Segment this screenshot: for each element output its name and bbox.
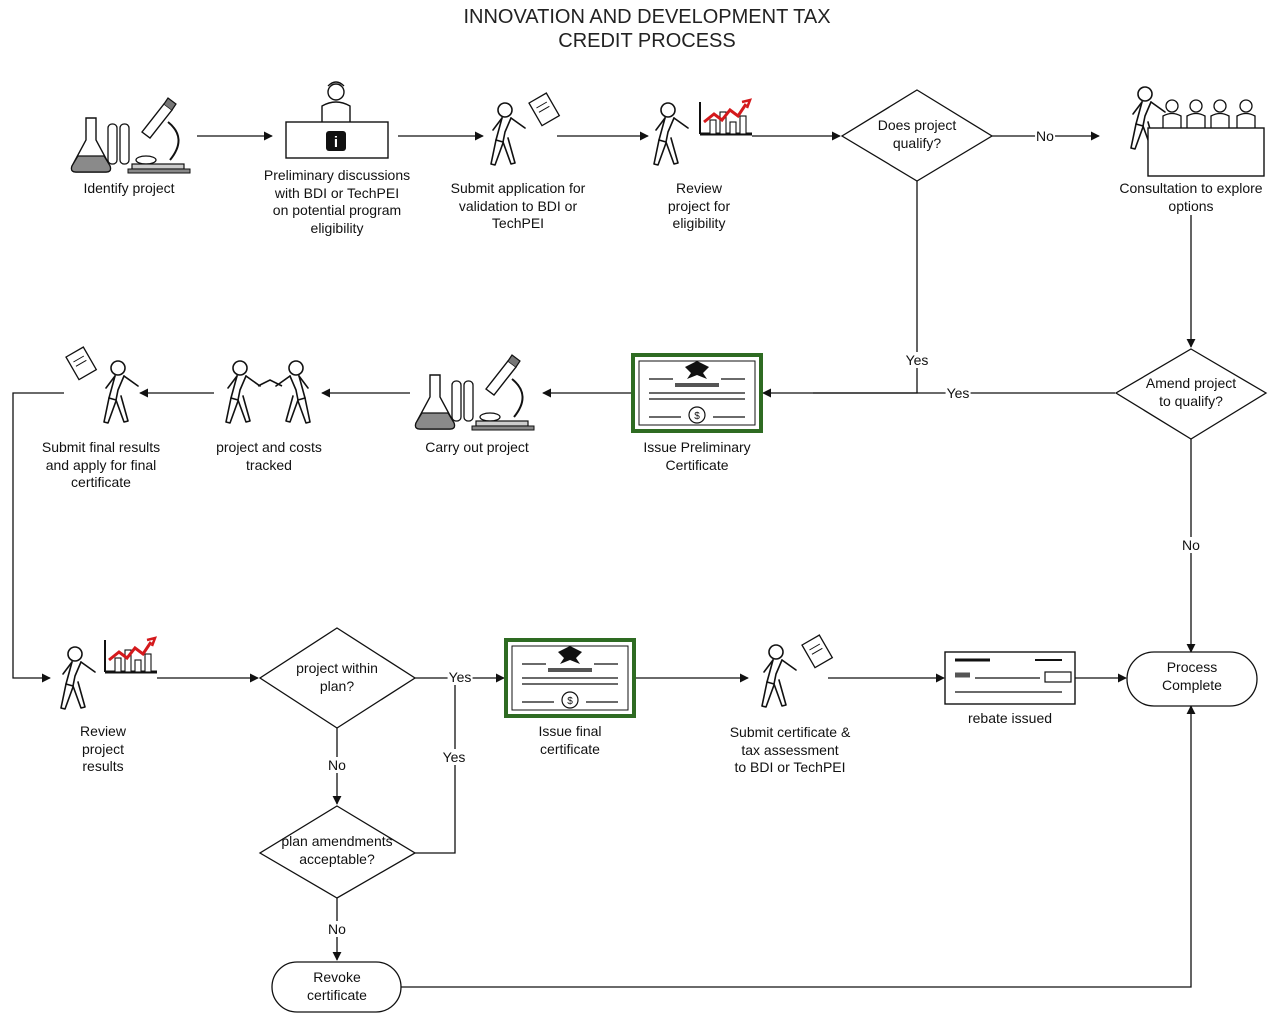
certificate-icon — [504, 638, 636, 718]
meeting-icon — [1130, 86, 1265, 177]
decision-amend-project — [1114, 348, 1268, 440]
decision-plan-amendments — [258, 805, 417, 899]
person-with-document-icon — [761, 634, 833, 708]
edge-label-amendok-yes: Yes — [441, 749, 467, 765]
decision-does-project-qualify — [840, 89, 994, 182]
lab-microscope-icon — [70, 97, 191, 174]
title-line-2: CREDIT PROCESS — [558, 30, 736, 52]
person-with-document-icon — [490, 92, 560, 166]
label-rebate-issued: rebate issued — [967, 710, 1053, 726]
edge-label-within-yes: Yes — [447, 669, 473, 685]
edge-label-amend-yes: Yes — [945, 385, 971, 401]
edge-label-qualify-yes: Yes — [904, 352, 930, 368]
person-with-document-icon — [65, 346, 139, 424]
flow-amendok-yes — [415, 678, 456, 854]
flow-revoke-to-complete — [401, 705, 1196, 988]
terminal-process-complete — [1126, 651, 1258, 707]
label-identify-project: Identify project — [83, 180, 175, 196]
connectors — [12, 131, 1196, 988]
certificate-icon — [631, 353, 763, 433]
terminal-revoke-certificate — [271, 961, 402, 1013]
edge-label-amend-no: No — [1181, 537, 1201, 553]
decision-project-within-plan — [258, 627, 417, 729]
lab-microscope-icon — [414, 354, 535, 431]
label-carry-out-project: Carry out project — [425, 439, 529, 455]
diagram-title: INNOVATION AND DEVELOPMENT TAX CREDIT PR… — [0, 6, 1270, 53]
cheque-icon — [944, 651, 1076, 705]
edge-label-amendok-no: No — [327, 921, 347, 937]
title-line-1: INNOVATION AND DEVELOPMENT TAX — [463, 6, 831, 28]
flow-submitfinal-to-review — [12, 392, 64, 683]
handshake-icon — [225, 360, 311, 424]
person-with-chart-icon — [60, 636, 159, 710]
edge-label-within-no: No — [327, 757, 347, 773]
svg-text:i: i — [334, 134, 338, 151]
info-desk-icon: i — [285, 81, 389, 159]
flow-qualify-yes — [813, 181, 918, 394]
person-with-chart-icon — [653, 98, 754, 166]
edge-label-qualify-no: No — [1035, 128, 1055, 144]
